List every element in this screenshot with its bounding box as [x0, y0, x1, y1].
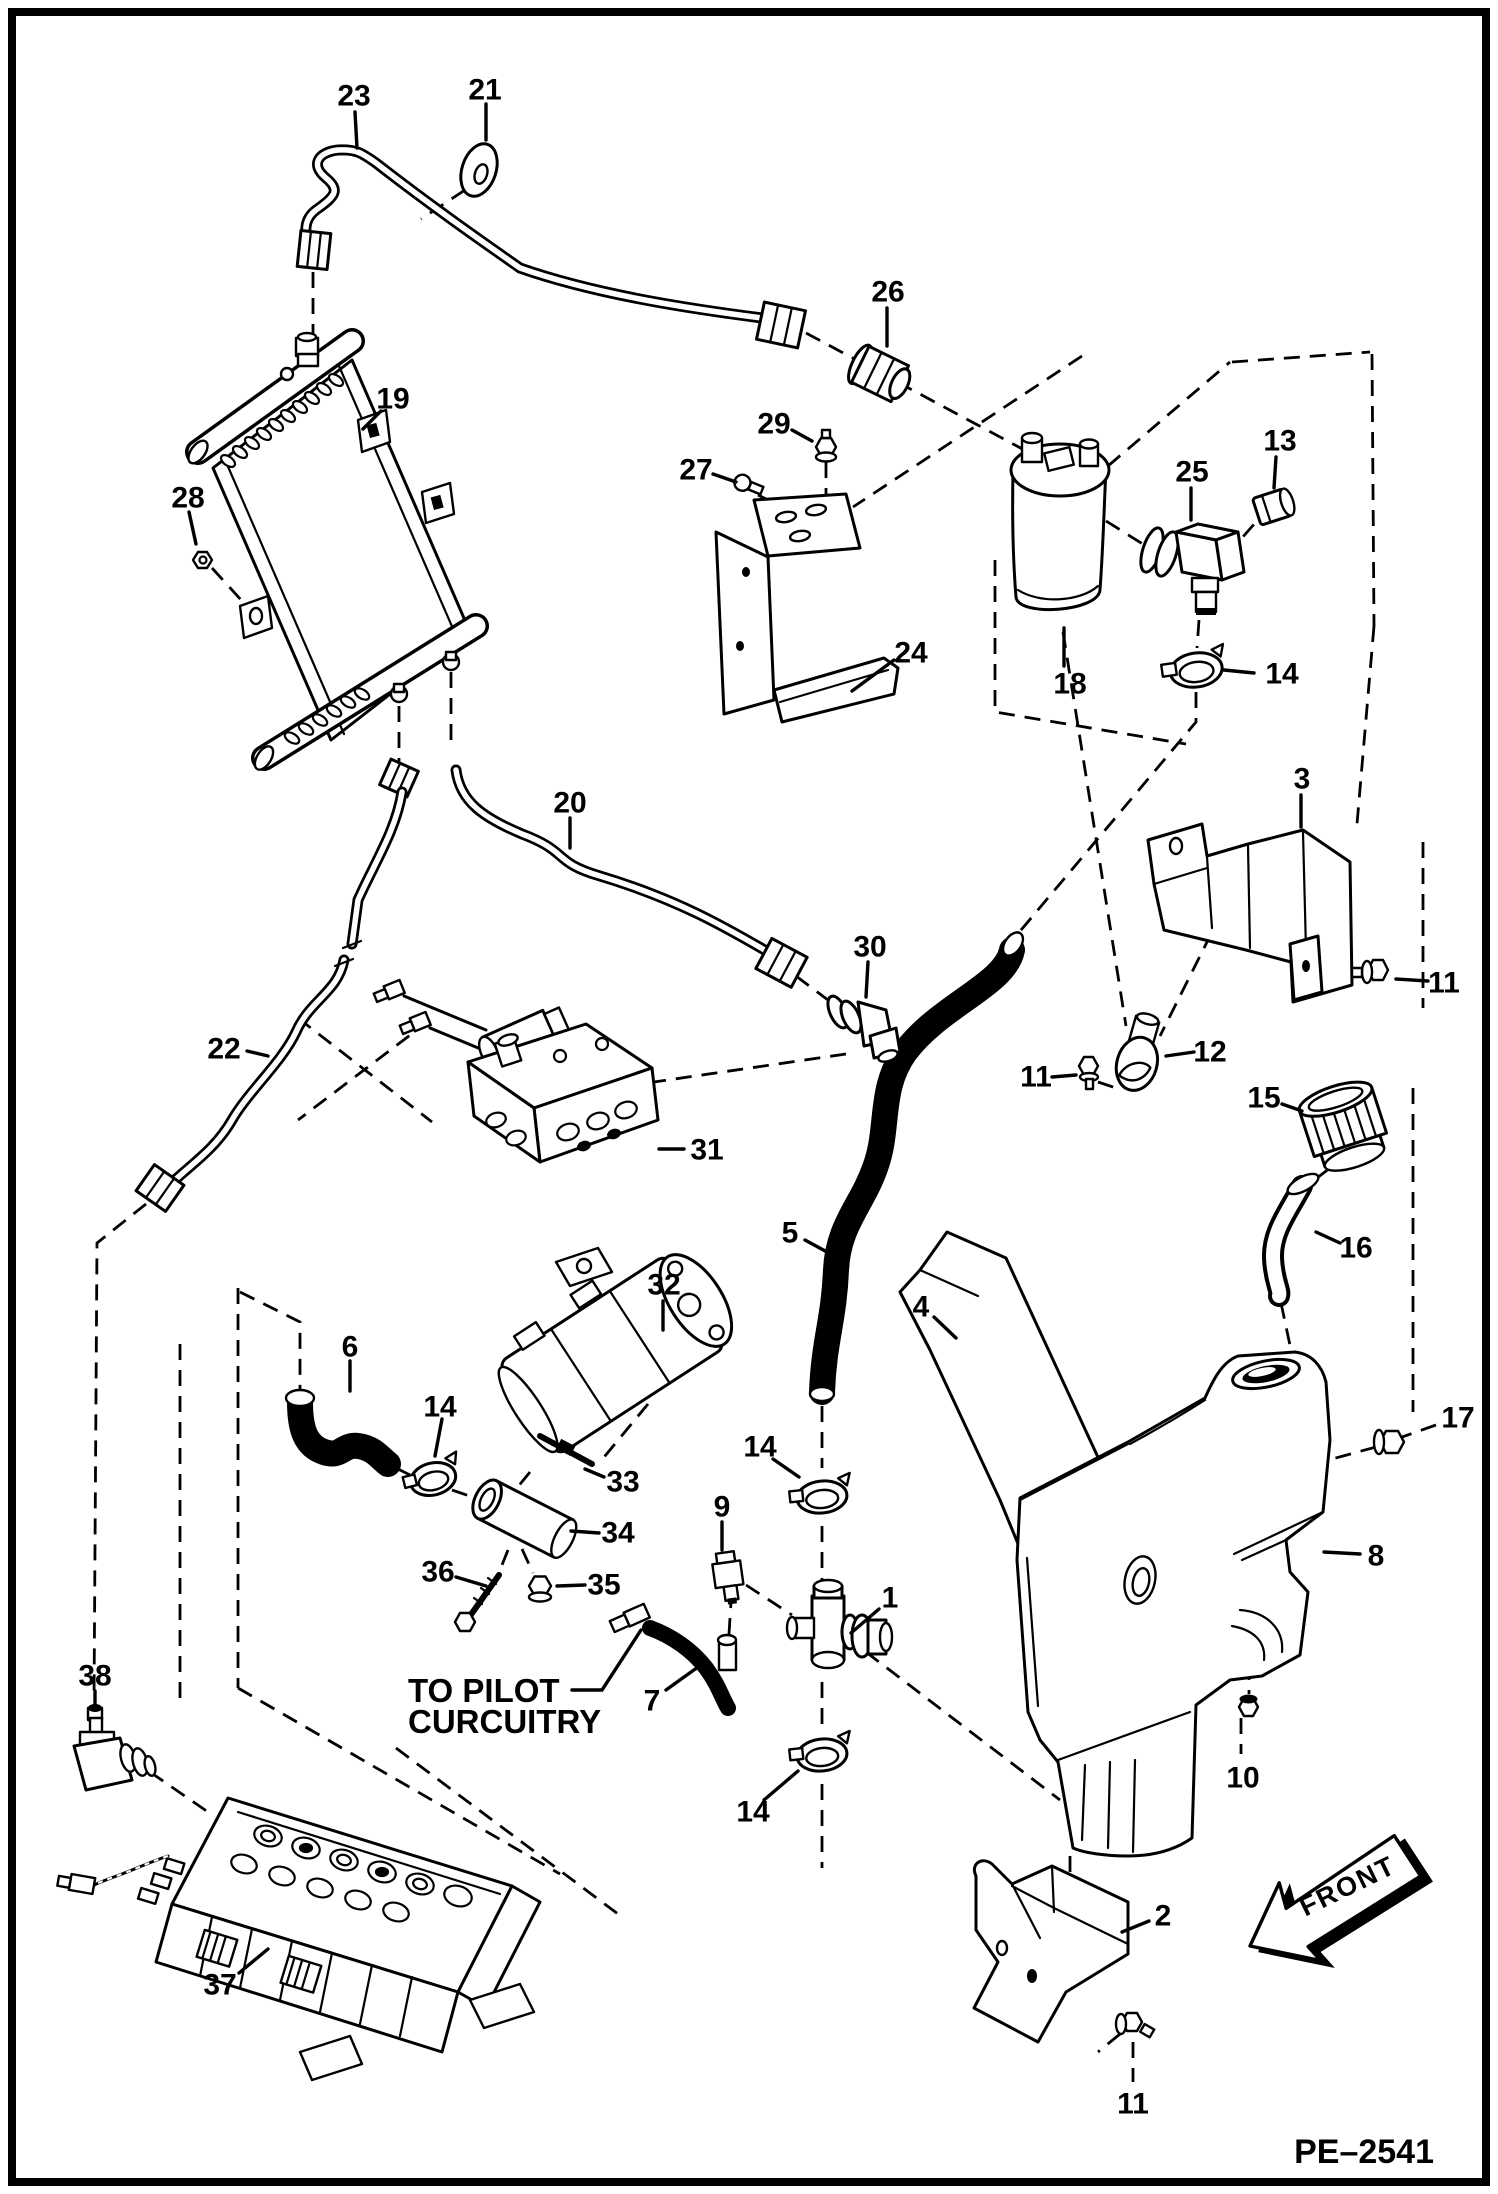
oil-cooler — [185, 328, 489, 771]
hose-clamp-12 — [1114, 1012, 1161, 1092]
bolt-11-upper — [1350, 958, 1390, 985]
mount-screw — [733, 473, 765, 496]
control-valve-bank — [56, 1796, 542, 2082]
part-label-25: 25 — [1175, 456, 1208, 489]
pilot-hose — [608, 1602, 738, 1716]
flange-bolt — [814, 428, 838, 463]
assembly-dashed-lines — [92, 188, 1437, 2082]
part-label-22: 22 — [207, 1033, 240, 1066]
part-label-23: 23 — [337, 80, 370, 113]
elbow-fitting-9 — [711, 1550, 745, 1605]
tube-fitting — [847, 343, 912, 404]
part-label-5: 5 — [782, 1217, 799, 1250]
part-label-16: 16 — [1339, 1232, 1372, 1265]
filter-bracket — [714, 492, 900, 724]
part-label-17: 17 — [1441, 1402, 1474, 1435]
pilot-circuitry-note-line2: CURCUITRY — [408, 1703, 601, 1740]
part-label-19: 19 — [376, 383, 409, 416]
bolt-36 — [453, 1572, 502, 1633]
part-label-27: 27 — [679, 454, 712, 487]
leader-lines — [93, 102, 1430, 1975]
suction-hose — [808, 931, 1025, 1405]
part-label-11: 11 — [1428, 967, 1460, 1000]
washer — [459, 142, 499, 198]
front-arrow[interactable]: FRONT — [1231, 1823, 1445, 1994]
bolt-11-mid — [1077, 1055, 1100, 1091]
part-label-4: 4 — [913, 1291, 930, 1324]
elbow-fitting-25 — [1139, 522, 1246, 615]
cross-fitting — [785, 1578, 894, 1670]
hose-clamp-14d — [788, 1729, 851, 1773]
solenoid-valve-block — [372, 978, 660, 1164]
page-border — [8, 8, 1490, 2186]
part-label-14: 14 — [423, 1391, 457, 1424]
cooler-inlet-tube — [295, 144, 807, 350]
part-label-33: 33 — [606, 1466, 639, 1499]
part-label-1: 1 — [882, 1582, 899, 1615]
drive-stud-33 — [537, 1433, 595, 1467]
nut-10 — [1237, 1694, 1260, 1718]
part-label-14: 14 — [736, 1796, 770, 1829]
plug-13 — [1251, 487, 1296, 526]
elbow-fitting-30 — [826, 994, 902, 1063]
nut-35 — [527, 1575, 553, 1603]
elbow-fitting-38 — [72, 1704, 157, 1792]
hose-clamp-14c — [788, 1471, 851, 1515]
part-label-8: 8 — [1368, 1540, 1385, 1573]
part-label-10: 10 — [1226, 1762, 1259, 1795]
cooler-mount-nut — [191, 550, 214, 570]
pilot-circuitry-note-line1: TO PILOT — [408, 1672, 560, 1709]
part-label-26: 26 — [871, 276, 904, 309]
part-number-labels: 1234567891011111112131414141415161718192… — [78, 74, 1474, 2121]
drawing-number: PE–2541 — [1294, 2133, 1434, 2171]
hose-clamp-14a — [1160, 642, 1225, 689]
part-label-21: 21 — [468, 74, 501, 107]
part-label-28: 28 — [171, 482, 204, 515]
filler-cap — [1297, 1080, 1389, 1172]
part-label-36: 36 — [421, 1556, 454, 1589]
filler-hose — [1262, 1172, 1320, 1307]
part-label-32: 32 — [647, 1269, 680, 1302]
part-label-12: 12 — [1193, 1036, 1226, 1069]
part-label-29: 29 — [757, 408, 790, 441]
hydraulic-filter — [1009, 431, 1111, 612]
part-label-20: 20 — [553, 787, 586, 820]
part-label-30: 30 — [853, 931, 886, 964]
hydraulic-pump — [497, 1246, 734, 1454]
part-label-7: 7 — [644, 1685, 661, 1718]
part-label-14: 14 — [1265, 658, 1299, 691]
part-label-31: 31 — [690, 1134, 723, 1167]
return-tube-22 — [134, 786, 408, 1213]
part-label-35: 35 — [587, 1569, 620, 1602]
filter-support-bracket — [1146, 822, 1354, 1004]
part-label-11: 11 — [1020, 1061, 1052, 1094]
part-label-3: 3 — [1294, 763, 1311, 796]
part-label-38: 38 — [78, 1660, 111, 1693]
part-label-13: 13 — [1263, 425, 1296, 458]
part-label-15: 15 — [1247, 1082, 1280, 1115]
plug-17 — [1372, 1428, 1406, 1456]
elbow-hose-6 — [284, 1388, 401, 1477]
part-label-9: 9 — [714, 1491, 731, 1524]
hydraulic-tank — [1015, 1350, 1332, 1858]
part-label-34: 34 — [601, 1517, 635, 1550]
part-label-18: 18 — [1053, 668, 1086, 701]
tank-bracket — [972, 1859, 1130, 2044]
cooler-top-fitting — [279, 331, 320, 382]
return-tube-20 — [378, 757, 809, 989]
part-label-24: 24 — [894, 637, 928, 670]
coupler-34 — [471, 1478, 578, 1559]
hose-clamp-14b — [401, 1450, 458, 1497]
part-label-6: 6 — [342, 1331, 359, 1364]
part-label-14: 14 — [743, 1431, 777, 1464]
bolt-11-lower — [1114, 2011, 1156, 2039]
part-label-11: 11 — [1117, 2088, 1149, 2121]
part-label-2: 2 — [1155, 1900, 1172, 1933]
part-label-37: 37 — [203, 1969, 236, 2002]
